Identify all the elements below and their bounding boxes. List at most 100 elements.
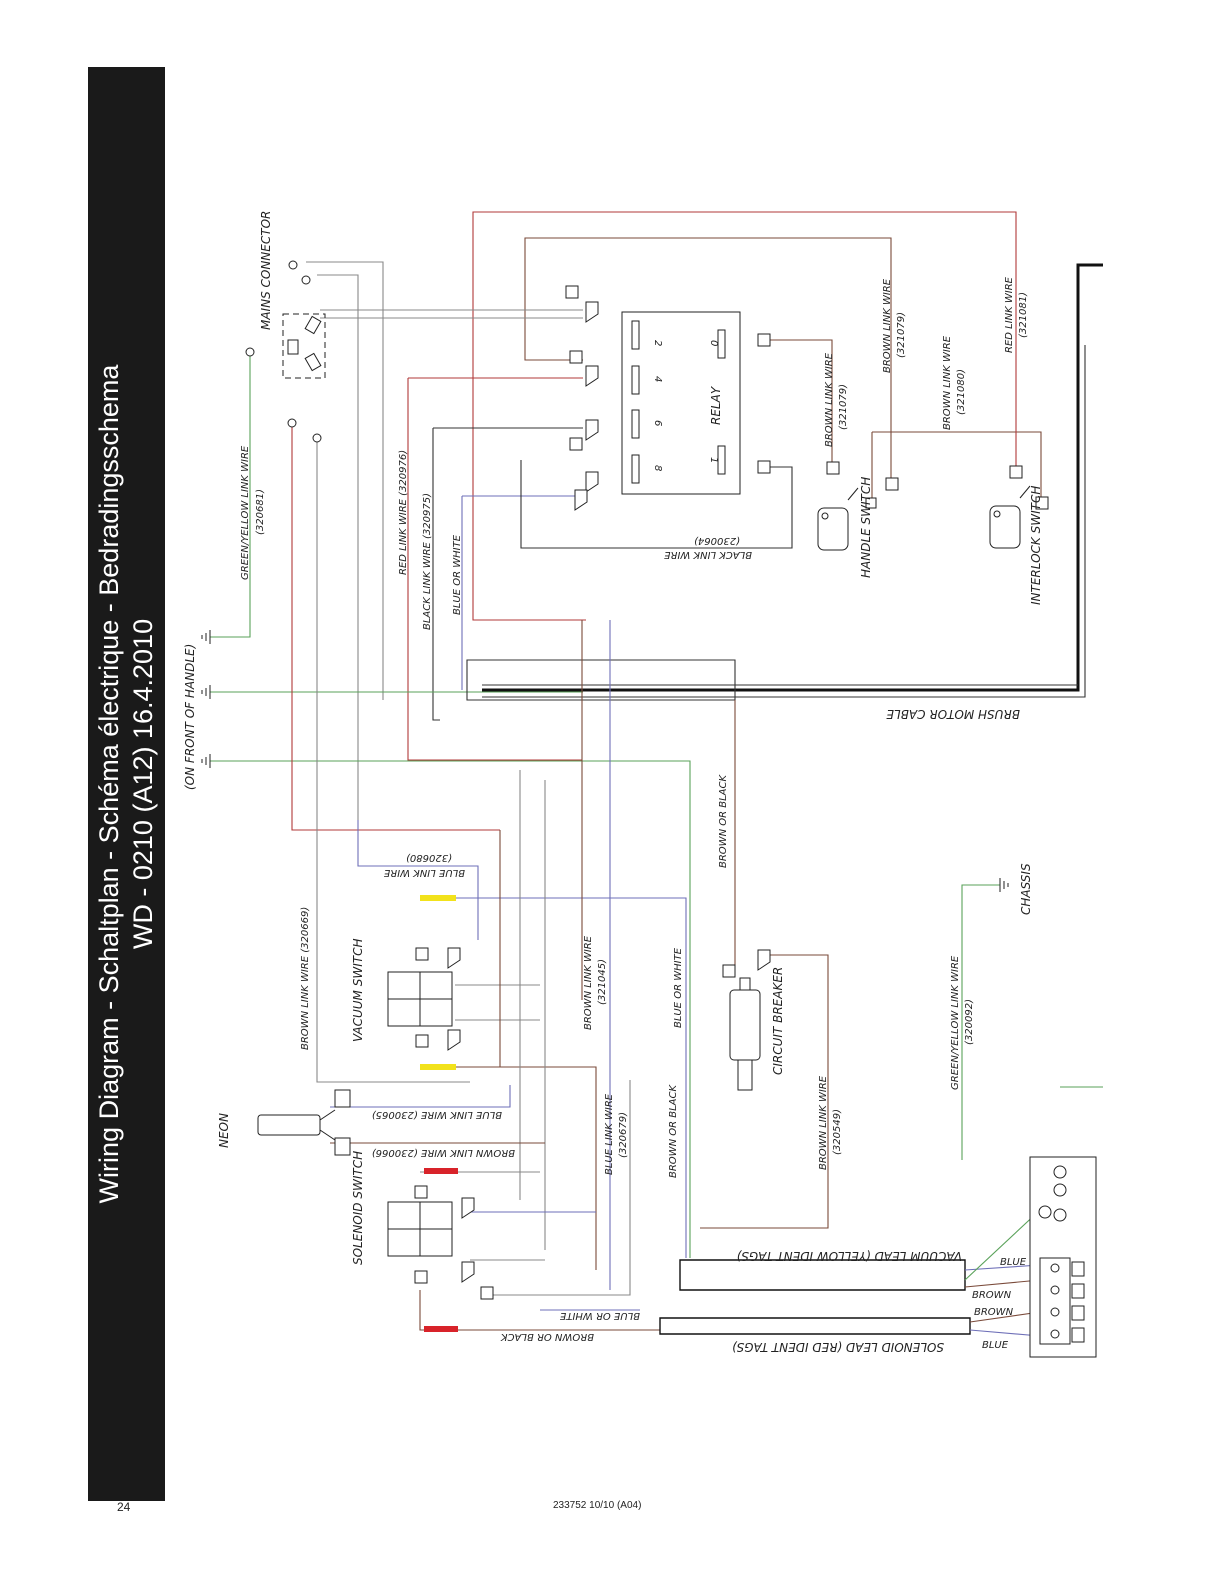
terminal-block: [1029, 1156, 1097, 1358]
connector-square: [415, 1034, 429, 1048]
wire-green-gnd-1: [210, 355, 251, 638]
label-green-yellow-code: (320681): [255, 489, 266, 535]
wire-left-vertical-2: [316, 440, 470, 1083]
connector-square: [569, 437, 583, 451]
label-blue-link-320680: BLUE LINK WIRE: [383, 867, 465, 878]
label-brown-or-black-1: BROWN OR BLACK: [718, 774, 729, 868]
wire-relay-right-bottom: [520, 460, 793, 549]
wire-green-gnd-3: [210, 760, 691, 1258]
wire-solenoid-box-link: [490, 1080, 631, 1296]
label-brown-link-3: BROWN LINK WIRE: [942, 335, 953, 430]
label-black-link-relay-code: (230064): [694, 535, 740, 546]
connector-tab: [461, 1261, 475, 1283]
label-handle-switch: HANDLE SWITCH: [859, 477, 873, 578]
neon-body: [257, 1114, 321, 1136]
wire-term-green: [964, 1209, 1041, 1281]
connector-square: [414, 1270, 428, 1284]
neon-lead: [319, 1129, 336, 1141]
terminal-slot: [1071, 1327, 1085, 1343]
terminal-pin: [1050, 1285, 1060, 1295]
ground-symbol-2: [201, 685, 211, 699]
document-code: 233752 10/10 (A04): [553, 1500, 642, 1511]
relay-pin-8: [631, 454, 640, 484]
connector-tab: [461, 1197, 475, 1219]
label-brown-link-1: BROWN LINK WIRE: [824, 352, 835, 447]
terminal-pin: [1050, 1307, 1060, 1317]
wire-neon-blue: [330, 1085, 511, 1108]
connector-tab: [334, 1137, 351, 1156]
connector-square: [415, 947, 429, 961]
wire-green-chassis: [961, 884, 1103, 1160]
breaker-button: [737, 1059, 753, 1091]
label-blue-or-white-2: BLUE OR WHITE: [673, 947, 684, 1028]
vacuum-tag-top: [420, 895, 456, 901]
connector-square: [757, 333, 771, 347]
wire-grey-mains-1: [306, 261, 384, 700]
wire-brown-top-loop: [524, 237, 892, 420]
mains-terminal: [301, 275, 311, 285]
wire-breaker-brown: [700, 954, 829, 1229]
label-brown-or-black-3: BROWN OR BLACK: [500, 1331, 594, 1342]
label-brown-link-321045: BROWN LINK WIRE: [583, 935, 594, 1030]
neon-lead: [319, 1109, 336, 1121]
title-bar: [88, 67, 165, 1501]
wire-red-left-1: [472, 340, 586, 621]
mains-pin: [304, 315, 322, 335]
connector-squares: [334, 285, 1049, 1300]
mains-terminal: [312, 433, 322, 443]
solenoid-switch: [387, 1168, 458, 1332]
wire-grey-mains-3: [320, 309, 583, 319]
label-vacuum-switch: VACUUM SWITCH: [351, 939, 365, 1042]
label-relay-pin-0: 0: [708, 340, 719, 346]
wire-vacuum-bottom: [420, 1066, 597, 1270]
connector-square: [885, 477, 899, 491]
mains-terminal: [287, 418, 297, 428]
relay: [621, 311, 741, 495]
wire-handle-interlock: [872, 431, 1042, 500]
connector-square: [1035, 496, 1049, 510]
connector-square: [826, 461, 840, 475]
terminal-pin: [1050, 1263, 1060, 1273]
label-blue-link-320679: BLUE LINK WIRE: [604, 1093, 615, 1175]
label-red-link-wire: RED LINK WIRE (320976): [398, 450, 409, 575]
label-black-link-relay: BLACK LINK WIRE: [663, 549, 752, 560]
wire-brown-relay: [524, 300, 583, 361]
connector-square: [414, 1185, 428, 1199]
solenoid-tag-bottom: [424, 1326, 458, 1332]
label-green-yellow-2-code: (320092): [964, 999, 975, 1045]
connector-tab: [447, 947, 461, 969]
relay-pin-2: [631, 320, 640, 350]
cable-solenoid-lead: [659, 1317, 971, 1335]
labels: MAINS CONNECTOR GREEN/YELLOW LINK WIRE (…: [183, 211, 1043, 1354]
wires: [210, 211, 1103, 1337]
circuit-breaker: [729, 977, 761, 1091]
label-blue-or-white-3: BLUE OR WHITE: [559, 1310, 640, 1321]
label-red-link-2: RED LINK WIRE: [1004, 276, 1015, 353]
connector-square: [722, 964, 736, 978]
label-brown-link-230066: BROWN LINK WIRE (230066): [372, 1147, 515, 1158]
connector-tab: [757, 949, 771, 971]
label-blue-or-white-1: BLUE OR WHITE: [452, 534, 463, 615]
label-relay-pin-4: 4: [652, 376, 663, 382]
label-brown-link-1-code: (321079): [838, 384, 849, 430]
handle-switch-lever: [847, 487, 859, 501]
mains-pin: [304, 352, 322, 372]
wire-term-blue-1: [964, 1264, 1041, 1271]
connector-tab: [334, 1089, 351, 1108]
wire-black-link: [432, 427, 583, 721]
ground-symbol-chassis: [999, 878, 1009, 892]
terminal-slot: [1071, 1305, 1085, 1321]
interlock-switch-pivot: [993, 510, 1001, 518]
connector-square: [757, 460, 771, 474]
wire-term-brown-1: [964, 1279, 1041, 1288]
label-chassis: CHASSIS: [1019, 863, 1033, 915]
label-brown-link-2: BROWN LINK WIRE: [882, 278, 893, 373]
mains-body: [282, 313, 326, 379]
label-interlock-switch-text: INTERLOCK SWITCH: [1029, 486, 1043, 605]
label-terminal-brown-2: BROWN: [974, 1307, 1014, 1318]
label-terminal-blue-1: BLUE: [1000, 1257, 1027, 1268]
wire-red-link: [407, 377, 583, 761]
terminal-pin: [1050, 1329, 1060, 1339]
label-relay: RELAY: [709, 385, 723, 425]
